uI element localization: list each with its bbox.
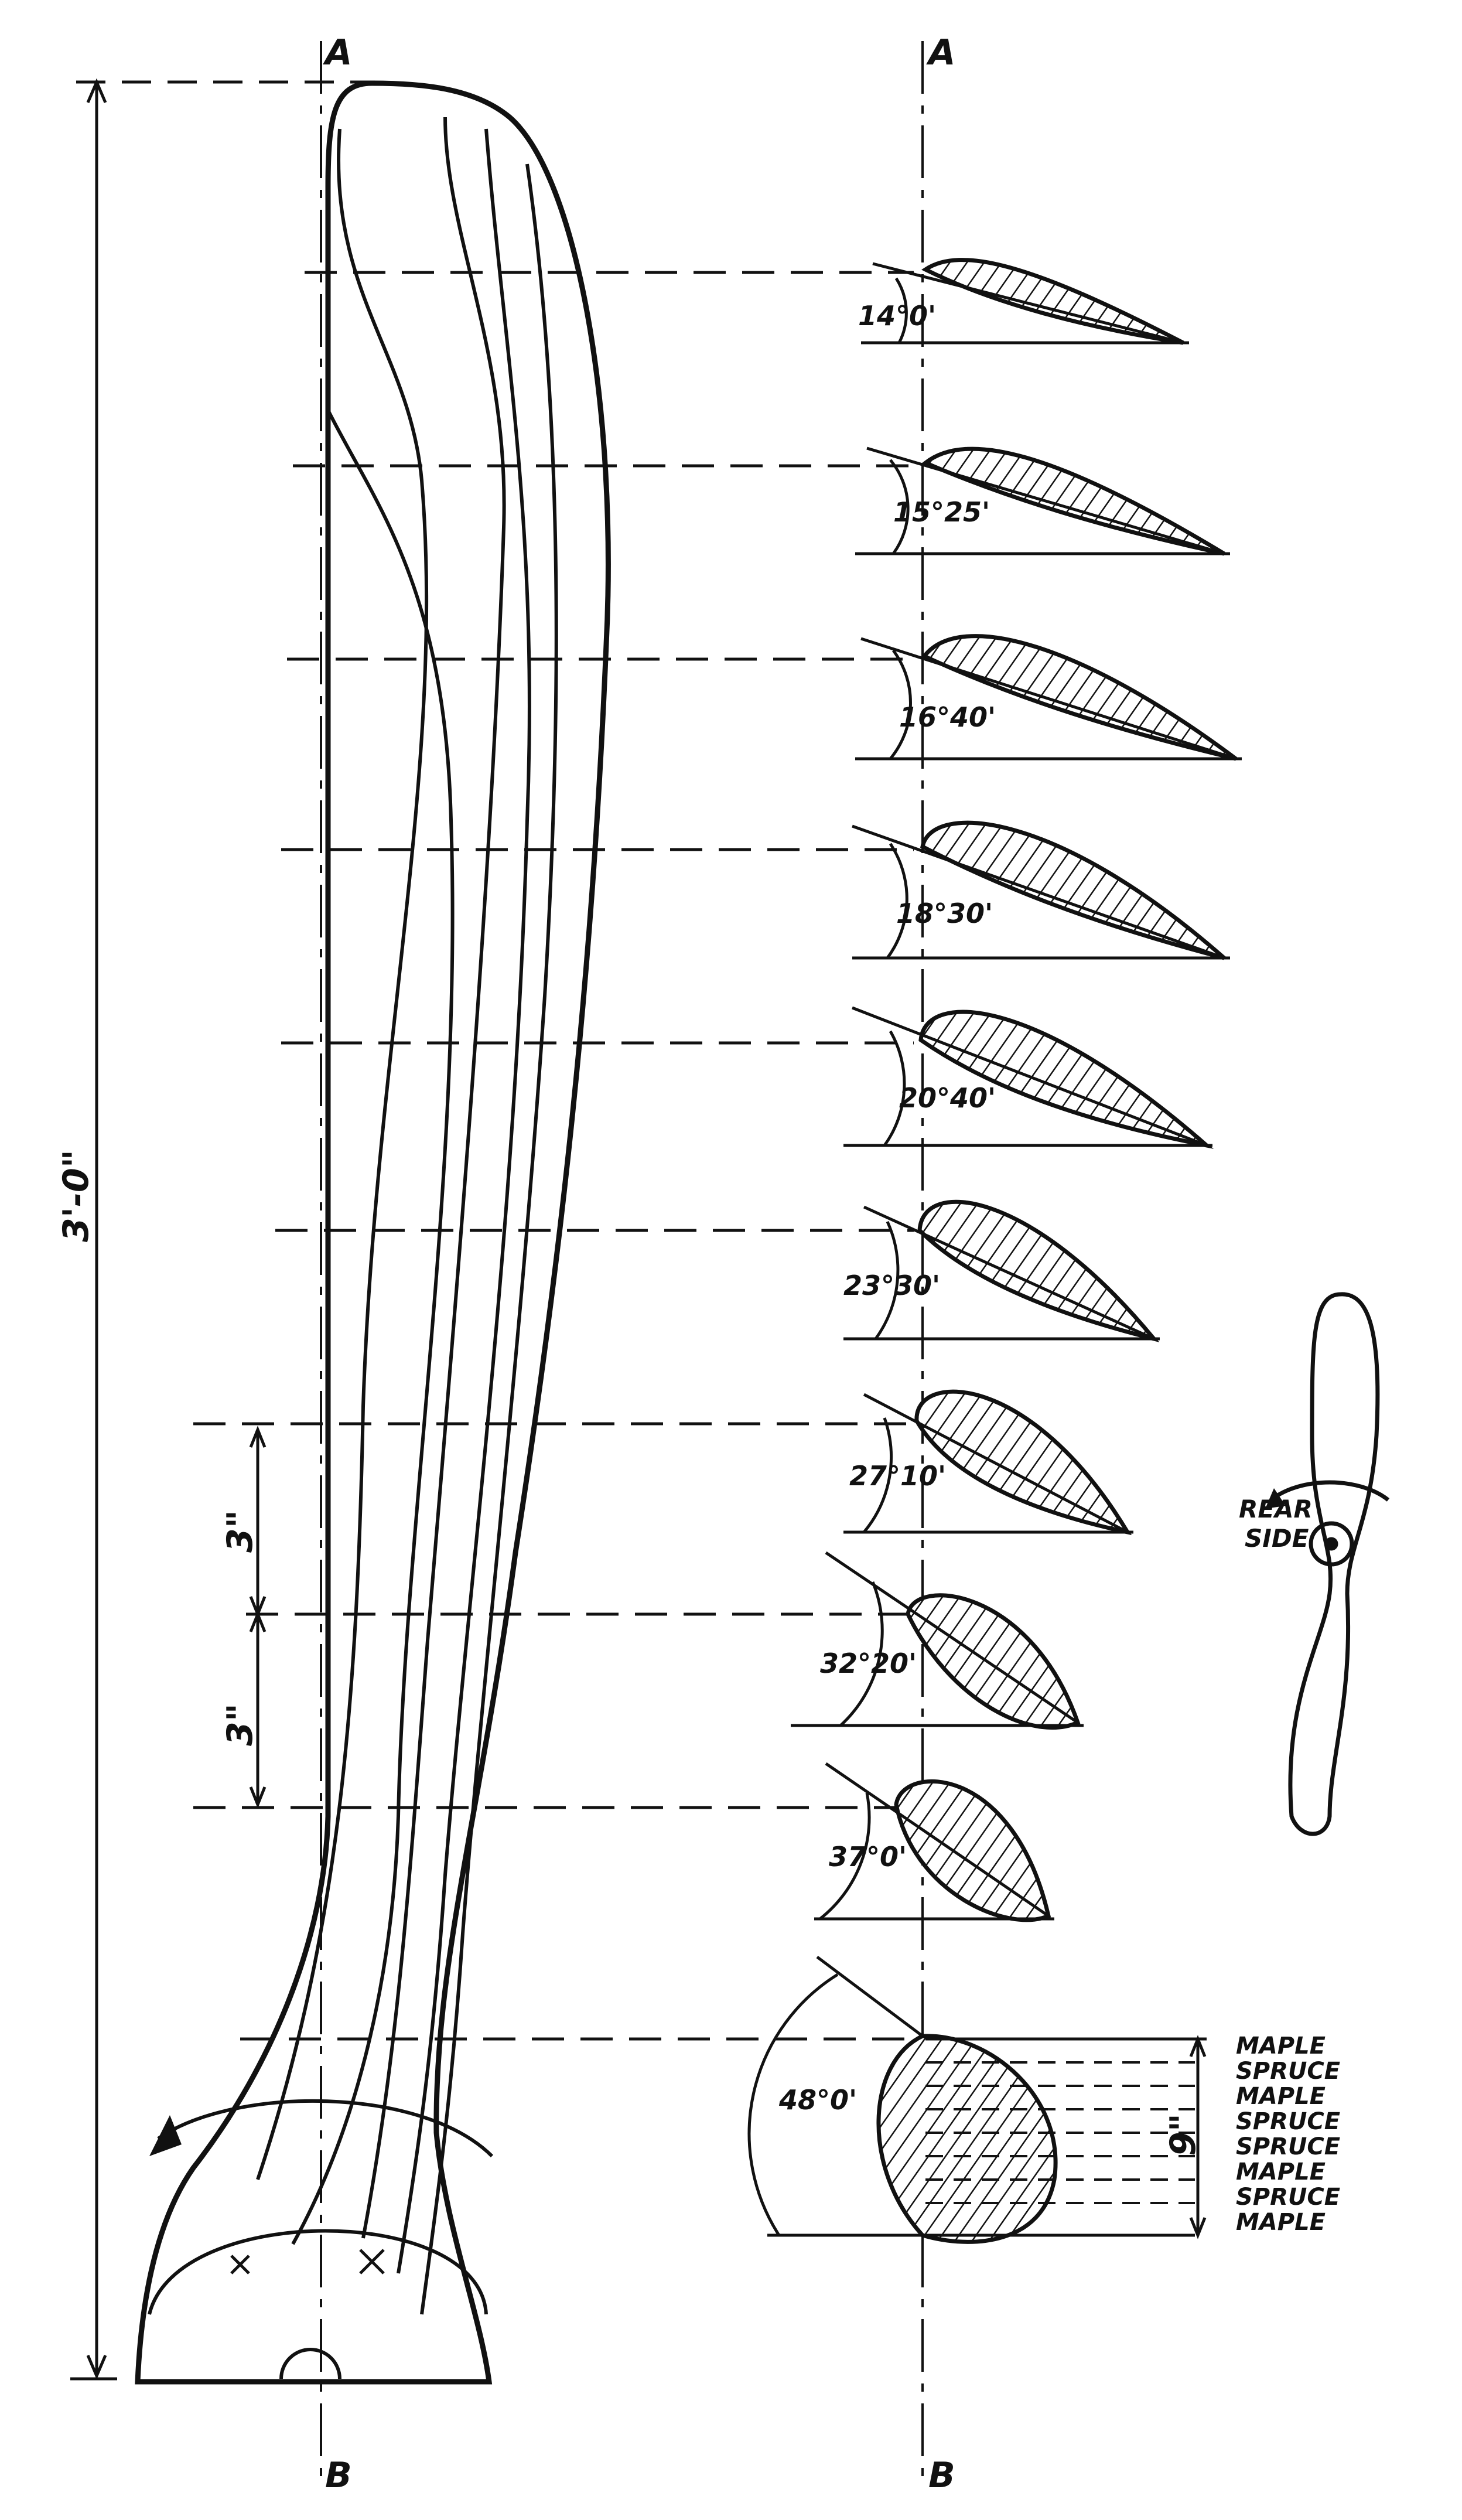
- hub-thickness-label: 9": [1163, 2113, 1204, 2156]
- blade-planform: [70, 41, 914, 2484]
- airfoil-section: [791, 1551, 1084, 1730]
- airfoil-section: [843, 1389, 1133, 1536]
- rear-side-label-line1: REAR: [1239, 1495, 1313, 1523]
- blade-contour-line: [291, 409, 455, 2245]
- axis-label-b-right: B: [928, 2455, 955, 2496]
- airfoil-section: [843, 1006, 1214, 1149]
- lamination-label: MAPLE: [1236, 2083, 1326, 2110]
- section-angle-label: 18°30': [896, 898, 993, 929]
- hub-boss: [279, 2348, 341, 2379]
- axis-label-a-left: A: [323, 32, 352, 73]
- section-angle-label: 14°0': [858, 300, 936, 332]
- lamination-label: SPRUCE: [1236, 2133, 1340, 2160]
- spacing-label-1: 3": [220, 1510, 261, 1553]
- section-angle-label: 16°40': [899, 701, 996, 733]
- axis-label-a-right: A: [926, 32, 955, 73]
- blade-contour-line: [397, 128, 531, 2274]
- lamination-label: SPRUCE: [1236, 2184, 1340, 2211]
- blade-outline: [135, 80, 611, 2385]
- airfoil-section: [861, 258, 1189, 345]
- lamination-label: MAPLE: [1236, 2033, 1326, 2059]
- lamination-label: MAPLE: [1236, 2158, 1326, 2185]
- airfoil-section: [814, 1762, 1054, 1922]
- lamination-label: MAPLE: [1236, 2209, 1326, 2236]
- airfoil-section: [843, 1199, 1160, 1342]
- airfoil-section: [852, 820, 1230, 960]
- spacing-label-2: 3": [220, 1703, 261, 1746]
- section-angle-label: 20°40': [899, 1082, 996, 1114]
- airfoil-section: [767, 1956, 1207, 2244]
- section-angle-label: 15°25': [893, 496, 990, 528]
- section-angle-label: 27°10': [849, 1460, 946, 1492]
- section-views: [747, 41, 1242, 2484]
- rear-side-label-line2: SIDE: [1245, 1524, 1309, 1553]
- section-angle-label: 37°0': [829, 1841, 907, 1873]
- airfoil-section: [855, 446, 1230, 556]
- lamination-labels: MAPLE SPRUCE MAPLE SPRUCE SPRUCE MAPLE S…: [1236, 2033, 1340, 2236]
- lamination-label: SPRUCE: [1236, 2108, 1340, 2135]
- overall-length-label: 3'-0": [56, 1150, 97, 1242]
- axis-label-b-left: B: [325, 2455, 352, 2496]
- propeller-hub-circle: [1309, 1521, 1354, 1567]
- lamination-label: SPRUCE: [1236, 2058, 1340, 2085]
- rotation-arrow-arc: [157, 2099, 494, 2158]
- blade-contour-line: [420, 163, 558, 2315]
- section-angle-label: 23°30': [843, 1270, 940, 1301]
- section-angle-label: 32°20': [820, 1648, 917, 1679]
- airfoil-section: [855, 634, 1242, 761]
- blade-contour-line: [361, 117, 506, 2239]
- hub-arc: [148, 2229, 488, 2315]
- propeller-inset: [1265, 1292, 1390, 1836]
- station-lines: [193, 271, 914, 2041]
- blade-contour-line: [256, 128, 429, 2180]
- section-angle-label: 48°0': [778, 2084, 857, 2116]
